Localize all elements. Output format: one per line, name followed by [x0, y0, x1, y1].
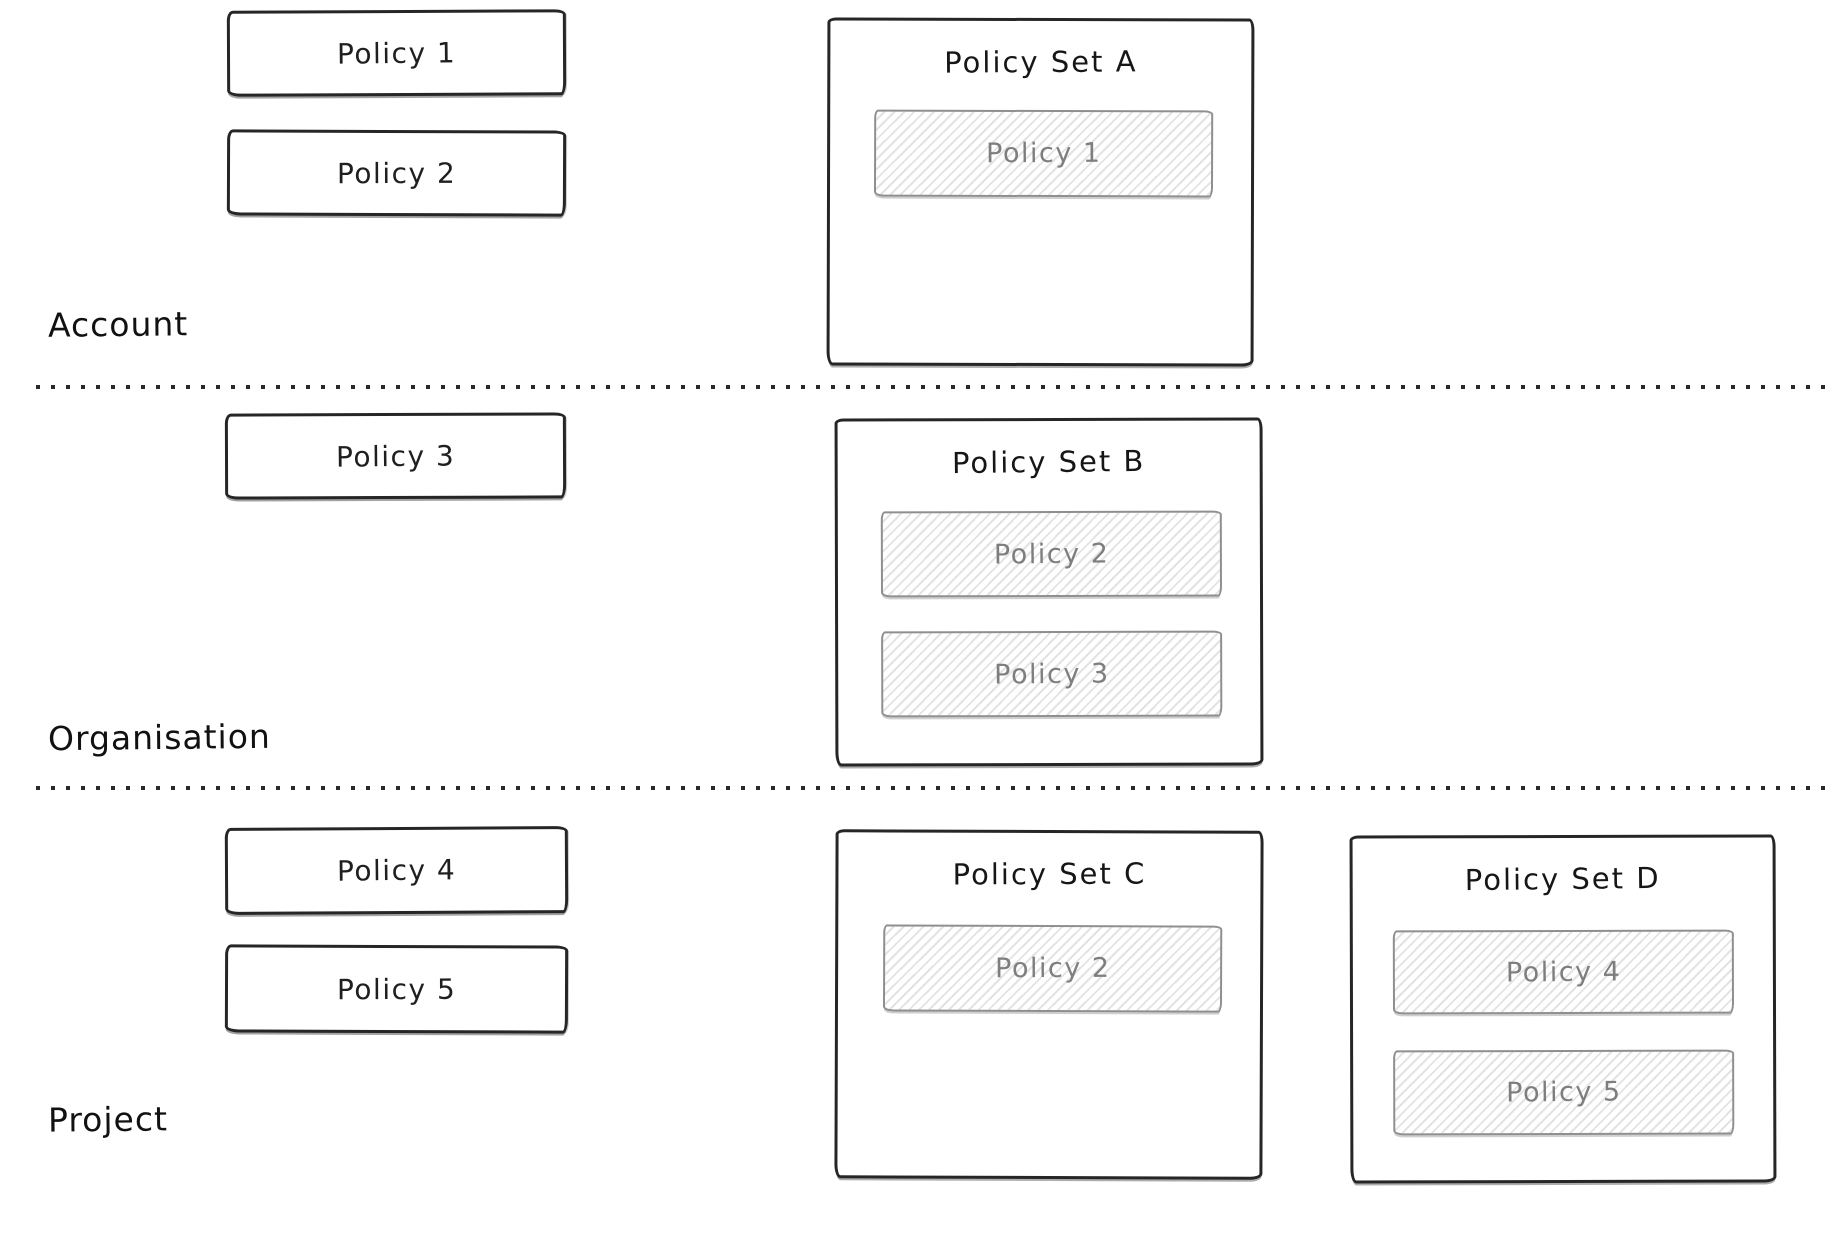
policy-set-c-container[interactable]: Policy Set C Policy 2	[834, 829, 1264, 1180]
account-organisation-divider	[36, 385, 1826, 389]
account-policy-1-label: Policy 1	[336, 35, 457, 71]
policy-set-d-container[interactable]: Policy Set D Policy 4 Policy 5	[1349, 834, 1777, 1184]
section-label-project: Project	[47, 1099, 169, 1140]
policy-set-c-title: Policy Set C	[952, 856, 1147, 892]
organisation-project-divider	[36, 786, 1826, 790]
section-label-organisation: Organisation	[47, 716, 272, 759]
project-policy-4-label: Policy 4	[336, 853, 457, 888]
policy-set-a-container[interactable]: Policy Set A Policy 1	[826, 17, 1255, 367]
policy-set-a-member-policy-1-label: Policy 1	[985, 137, 1102, 170]
policy-set-b-member-policy-2-box[interactable]: Policy 2	[880, 510, 1223, 598]
policy-set-b-title: Policy Set B	[951, 443, 1146, 481]
policy-set-d-member-policy-5-label: Policy 5	[1505, 1076, 1622, 1109]
organisation-policy-3-box[interactable]: Policy 3	[224, 412, 567, 500]
policy-set-d-title: Policy Set D	[1464, 860, 1661, 898]
project-policy-5-label: Policy 5	[336, 972, 457, 1006]
project-policy-4-box[interactable]: Policy 4	[224, 826, 569, 915]
project-policy-5-box[interactable]: Policy 5	[224, 944, 569, 1034]
account-policy-1-box[interactable]: Policy 1	[226, 9, 567, 97]
policy-set-c-member-policy-2-box[interactable]: Policy 2	[882, 924, 1223, 1013]
policy-set-a-member-policy-1-box[interactable]: Policy 1	[873, 109, 1214, 198]
organisation-policy-3-label: Policy 3	[335, 438, 456, 474]
policy-set-b-member-policy-3-label: Policy 3	[993, 657, 1110, 691]
policy-set-b-container[interactable]: Policy Set B Policy 2 Policy 3	[834, 417, 1264, 767]
policy-set-a-title: Policy Set A	[944, 44, 1138, 80]
account-policy-2-box[interactable]: Policy 2	[226, 129, 567, 217]
policy-set-d-member-policy-5-box[interactable]: Policy 5	[1393, 1049, 1735, 1136]
policy-set-b-member-policy-2-label: Policy 2	[993, 537, 1110, 571]
account-policy-2-label: Policy 2	[336, 156, 457, 190]
policy-set-b-member-policy-3-box[interactable]: Policy 3	[881, 630, 1223, 718]
policy-set-d-member-policy-4-label: Policy 4	[1505, 955, 1622, 989]
section-label-account: Account	[47, 304, 189, 345]
policy-set-d-member-policy-4-box[interactable]: Policy 4	[1392, 929, 1735, 1015]
policy-set-c-member-policy-2-label: Policy 2	[994, 952, 1111, 985]
